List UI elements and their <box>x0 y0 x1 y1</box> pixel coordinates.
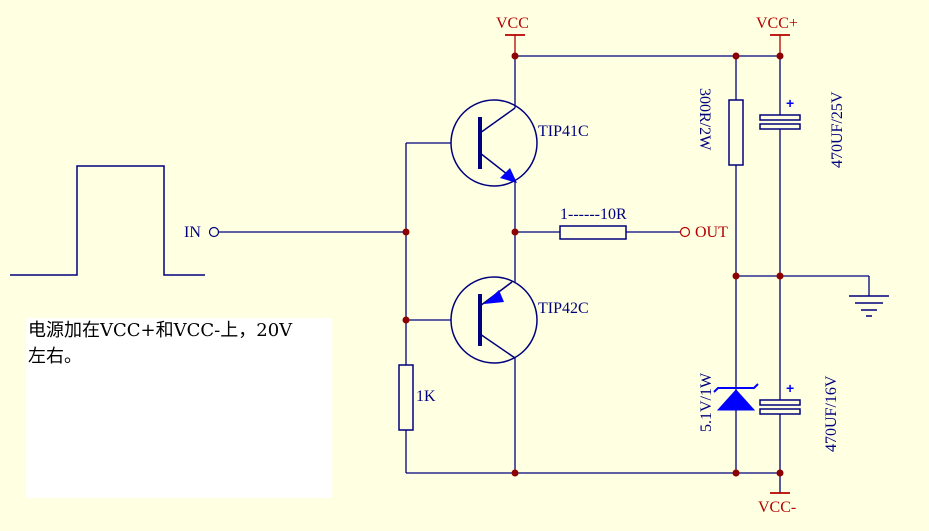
capacitor-top <box>759 114 801 121</box>
resistor-1k <box>398 364 414 431</box>
junction-dots <box>402 52 784 477</box>
capacitor-bottom <box>759 399 801 406</box>
in-label: IN <box>184 224 201 241</box>
cap-bottom-plus-icon: + <box>786 380 794 396</box>
vcc-label: VCC <box>496 15 529 32</box>
npn-emitter-arrow <box>500 168 517 183</box>
pnp-emitter-arrow <box>484 290 504 304</box>
resistor-series <box>559 225 627 240</box>
vcc-minus-label: VCC- <box>758 499 796 516</box>
note-line-2: 左右。 <box>28 346 82 367</box>
input-pulse-waveform <box>10 165 205 276</box>
ground-icon <box>849 295 889 317</box>
transistor-tip42c-body <box>450 276 538 364</box>
cap-top-plus-icon: + <box>786 95 794 111</box>
vcc-plus-label: VCC+ <box>756 15 798 32</box>
resistor-300r <box>728 99 744 166</box>
zener-label: 5.1V/1W <box>698 372 715 432</box>
transistor-tip41c-body <box>450 99 538 187</box>
tip41c-label: TIP41C <box>538 123 589 140</box>
out-terminal <box>679 226 691 238</box>
zener-diode <box>716 389 756 411</box>
out-label: OUT <box>695 224 728 241</box>
tip42c-label: TIP42C <box>538 300 589 317</box>
resistor-1k-label: 1K <box>416 388 436 405</box>
resistor-300r-label: 300R/2W <box>696 88 713 151</box>
resistor-series-label: 1------10R <box>560 206 627 223</box>
capacitor-top-label: 470UF/25V <box>829 91 846 168</box>
note-line-1: 电源加在VCC+和VCC-上，20V <box>28 320 293 341</box>
in-terminal <box>208 226 220 238</box>
note-box: 电源加在VCC+和VCC-上，20V 左右。 <box>26 318 332 498</box>
capacitor-bottom-label: 470UF/16V <box>823 375 840 452</box>
